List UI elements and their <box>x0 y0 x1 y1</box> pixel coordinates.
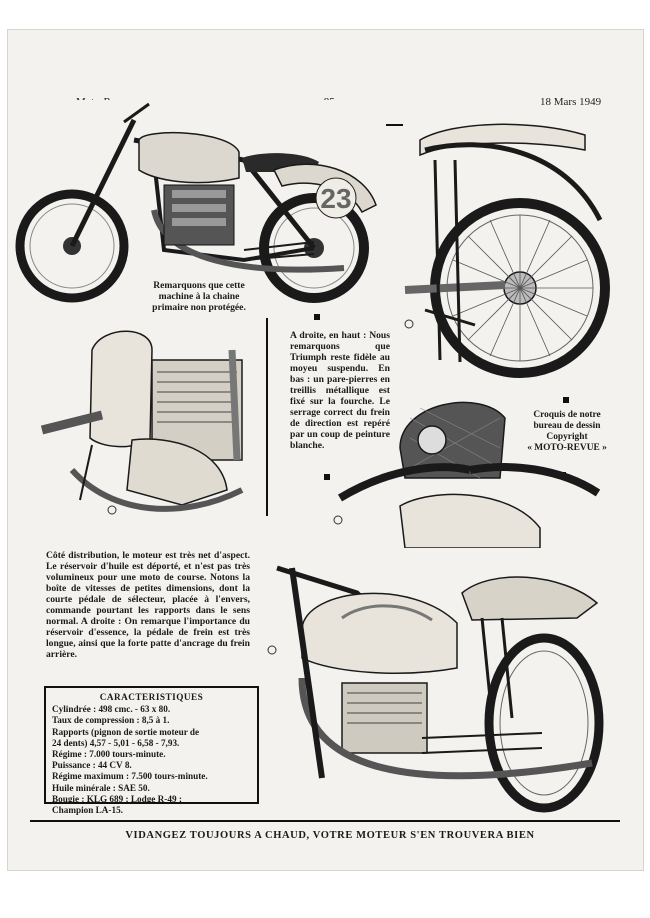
spec-line: Champion LA-15. <box>52 805 123 816</box>
copyright-line: Copyright <box>546 432 588 442</box>
spec-line: Cylindrée : 498 cmc. - 63 x 80. <box>52 704 171 715</box>
caption-right-column: A droite, en haut : Nous remarquons que … <box>290 330 390 451</box>
spec-line: Bougie : KLG 689 ; Lodge R-49 ; <box>52 793 182 804</box>
spec-line: Régime : 7.000 tours-minute. <box>52 749 166 760</box>
footer-rule <box>30 820 620 822</box>
spec-line: 24 dents) 4,57 - 5,01 - 6,58 - 7,93. <box>52 737 180 748</box>
caption-photo: Remarquons que cette machine à la chaine… <box>152 280 246 313</box>
motorcycle-sketch <box>267 565 604 813</box>
spec-line: Huile minérale : SAE 50. <box>52 782 150 793</box>
section-marker <box>314 314 320 320</box>
header-date: 18 Mars 1949 <box>540 96 602 108</box>
rear-wheel-sketch <box>404 123 610 378</box>
footer-slogan: VIDANGEZ TOUJOURS A CHAUD, VOTRE MOTEUR … <box>125 830 535 841</box>
spec-line: Rapports (pignon de sortie moteur de <box>52 726 200 737</box>
section-marker <box>324 474 330 480</box>
race-number: 23 <box>320 183 351 214</box>
section-marker <box>563 397 569 403</box>
handlebar-sketch <box>333 401 601 548</box>
copyright-line: Croquis de notre <box>533 410 601 420</box>
column-divider <box>266 318 268 516</box>
copyright-block: Croquis de notre bureau de dessin Copyri… <box>522 410 612 454</box>
copyright-line: « MOTO-REVUE » <box>527 443 607 453</box>
engine-sketch <box>40 330 244 515</box>
caption-engine: Côté distribution, le moteur est très ne… <box>46 550 250 660</box>
copyright-line: bureau de dessin <box>533 421 601 431</box>
motorcycle-photo: 23 <box>14 100 386 304</box>
spec-line: Régime maximum : 7.500 tours-minute. <box>52 771 208 782</box>
spec-line: Taux de compression : 8,5 à 1. <box>52 715 170 726</box>
spec-line: Puissance : 44 CV 8. <box>52 760 132 771</box>
specifications-title: CARACTERISTIQUES <box>99 692 204 702</box>
specifications-box: CARACTERISTIQUES Cylindrée : 498 cmc. - … <box>44 686 259 815</box>
